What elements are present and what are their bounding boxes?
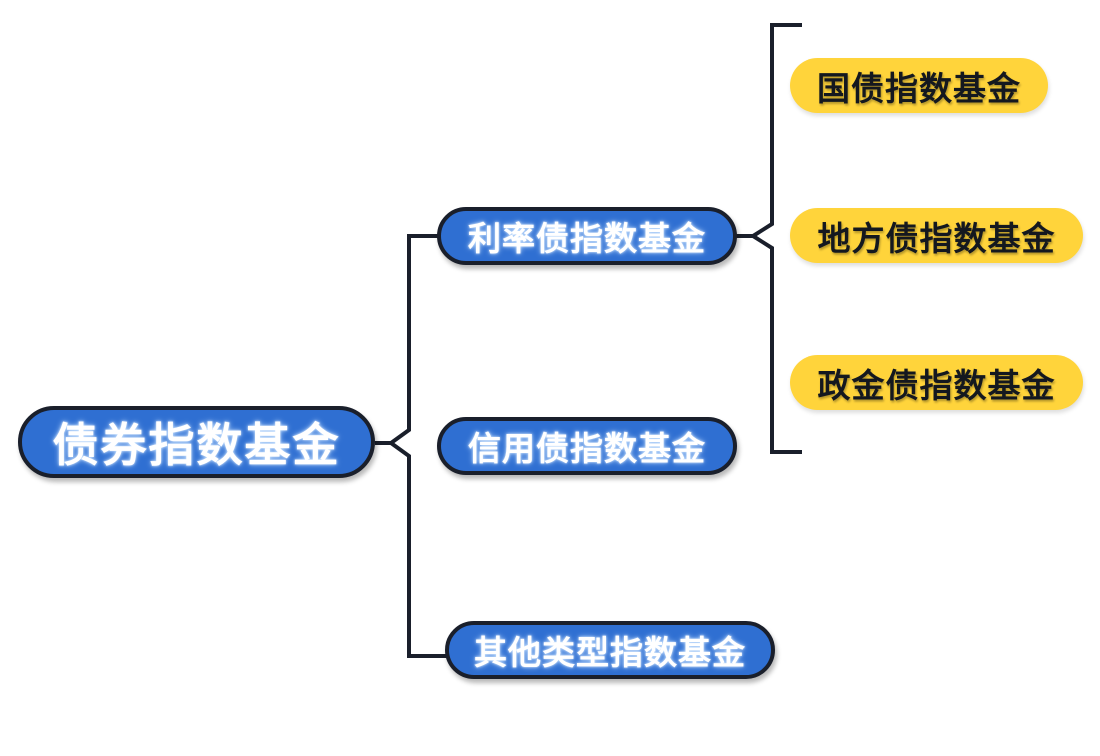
node-treasury-bond-index-fund[interactable]: 国债指数基金 xyxy=(790,58,1048,113)
node-other-type-index-fund[interactable]: 其他类型指数基金 xyxy=(445,621,775,679)
node-local-government-bond-index-fund[interactable]: 地方债指数基金 xyxy=(790,208,1083,263)
node-policy-financial-bond-index-fund[interactable]: 政金债指数基金 xyxy=(790,355,1083,410)
node-root-bond-index-fund[interactable]: 债券指数基金 xyxy=(18,406,375,478)
node-rate-bond-index-fund[interactable]: 利率债指数基金 xyxy=(437,207,737,265)
connector-root-brace xyxy=(387,234,411,658)
connector-rate-brace xyxy=(749,23,774,454)
node-credit-bond-index-fund[interactable]: 信用债指数基金 xyxy=(437,417,737,475)
